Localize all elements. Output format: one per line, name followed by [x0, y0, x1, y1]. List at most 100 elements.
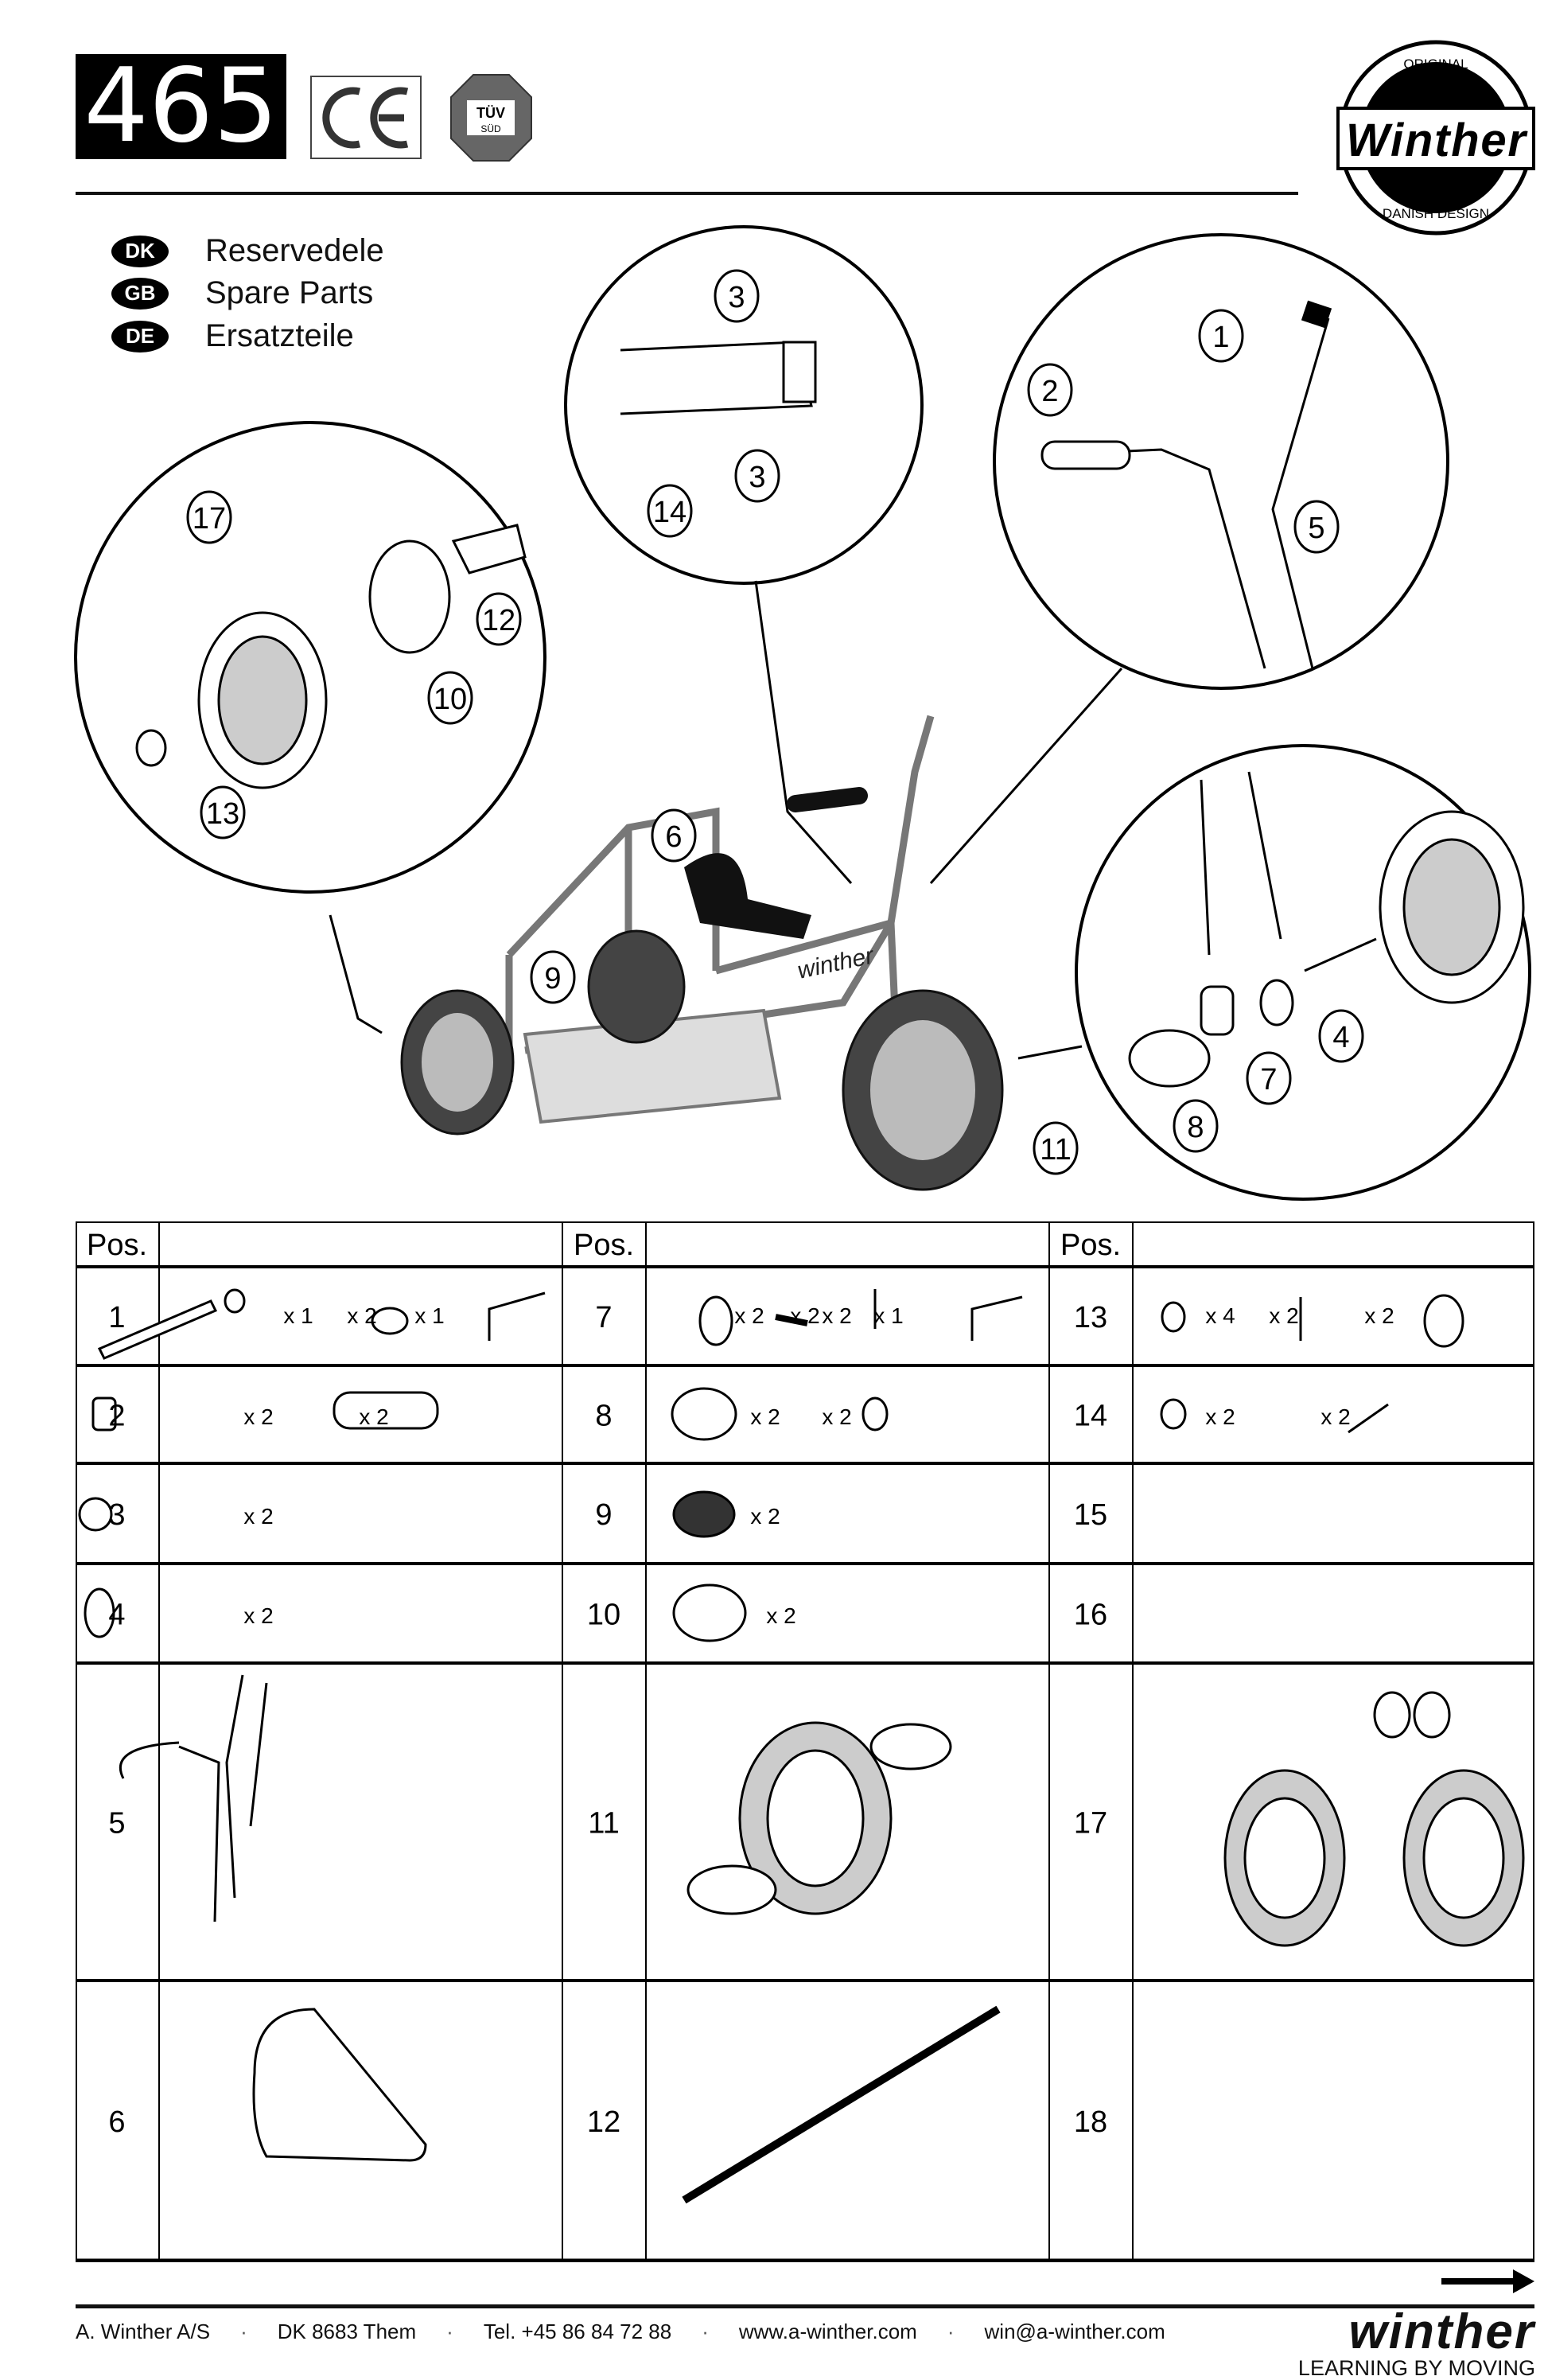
callout-circle	[476, 592, 522, 646]
callout-number: 9	[544, 962, 561, 995]
pos-number: 2	[108, 1400, 125, 1433]
quantity-label: x 2	[347, 1303, 376, 1328]
logo-slogan: LEARNING BY MOVING	[1297, 2356, 1535, 2380]
quantity-label: x 2	[243, 1603, 273, 1628]
callout-number: 17	[193, 502, 226, 536]
detail-circle-front-wheel	[1075, 744, 1531, 1201]
de-badge: DE	[111, 320, 169, 353]
pos-number: 18	[1074, 2105, 1107, 2139]
pos-number: 13	[1074, 1301, 1107, 1334]
pos-number: 10	[587, 1599, 620, 1632]
callout-circle	[714, 269, 760, 323]
quantity-label: x 2	[243, 1504, 273, 1529]
winther-footer-logo: winther LEARNING BY MOVING	[1281, 2304, 1535, 2380]
email-link[interactable]: win@a-winther.com	[984, 2320, 1165, 2343]
company-name: A. Winther A/S	[76, 2320, 211, 2343]
quantity-label: x 1	[873, 1303, 903, 1328]
callout-number: 5	[1308, 512, 1324, 545]
separator: ·	[446, 2320, 453, 2343]
pos-number: 7	[595, 1301, 612, 1334]
footer-contact: A. Winther A/S · DK 8683 Them · Tel. +45…	[76, 2320, 1165, 2344]
pos-number: 14	[1074, 1400, 1107, 1433]
svg-text:SÜD: SÜD	[480, 123, 501, 134]
quantity-label: x 2	[734, 1303, 764, 1328]
title-gb: Spare Parts	[205, 275, 374, 310]
pos-number: 6	[108, 2105, 125, 2139]
dk-badge: DK	[111, 235, 169, 267]
callout-circle	[1173, 1099, 1219, 1153]
pos-header: Pos.	[87, 1229, 147, 1262]
callout-number: 7	[1260, 1063, 1277, 1097]
svg-text:ORIGINAL: ORIGINAL	[1403, 56, 1468, 72]
phone: Tel. +45 86 84 72 88	[483, 2320, 672, 2343]
callout-number: 14	[653, 496, 686, 529]
callout-circle	[1293, 500, 1340, 554]
pos-number: 16	[1074, 1599, 1107, 1632]
tuv-mark: TÜV SÜD	[450, 74, 532, 162]
callout-circle	[200, 785, 246, 839]
pos-number: 1	[108, 1301, 125, 1334]
ce-mark	[310, 76, 422, 159]
pos-number: 3	[108, 1498, 125, 1532]
callout-circle	[1198, 309, 1244, 363]
next-page-arrow-icon[interactable]	[1441, 2268, 1535, 2295]
callout-circle	[530, 950, 576, 1004]
callout-circle	[734, 449, 780, 503]
pos-number: 4	[108, 1599, 125, 1632]
callout-number: 3	[749, 461, 765, 494]
svg-text:TÜV: TÜV	[476, 105, 505, 121]
callout-circle	[647, 484, 693, 538]
detail-circle-frame	[564, 225, 924, 585]
quantity-label: x 1	[283, 1303, 313, 1328]
website-link[interactable]: www.a-winther.com	[738, 2320, 917, 2343]
svg-text:DANISH DESIGN: DANISH DESIGN	[1383, 206, 1489, 221]
callout-number: 11	[1040, 1133, 1071, 1167]
quantity-label: x 2	[243, 1404, 273, 1429]
callout-circle	[427, 671, 473, 725]
callout-circle	[186, 490, 232, 544]
callout-circle	[1027, 363, 1073, 417]
language-dk: DK Reservedele	[111, 233, 384, 269]
header-divider	[76, 192, 1298, 195]
footer-divider	[76, 2304, 1534, 2308]
quantity-label: x 2	[750, 1404, 780, 1429]
pos-number: 8	[595, 1400, 612, 1433]
model-number: 465	[76, 54, 286, 159]
quantity-label: x 2	[822, 1404, 851, 1429]
gb-badge: GB	[111, 277, 169, 310]
callout-number: 13	[206, 797, 239, 831]
quantity-label: x 2	[359, 1404, 388, 1429]
pos-number: 17	[1074, 1807, 1107, 1841]
title-dk: Reservedele	[205, 233, 384, 268]
callout-circle	[1246, 1051, 1292, 1105]
quantity-label: x 2	[750, 1504, 780, 1529]
part-illustrations	[78, 1288, 1525, 2204]
pos-number: 9	[595, 1498, 612, 1532]
quantity-label: x 4	[1205, 1303, 1235, 1328]
svg-text:Winther: Winther	[1346, 115, 1528, 166]
winther-original-logo: Winther ORIGINAL DANISH DESIGN	[1336, 40, 1535, 236]
quantity-label: x 2	[1269, 1303, 1298, 1328]
title-de: Ersatzteile	[205, 318, 354, 353]
callout-circle	[1033, 1121, 1079, 1175]
logo-wordmark: winther	[1348, 2304, 1535, 2359]
detail-circle-rear-wheel	[74, 421, 546, 894]
separator: ·	[947, 2320, 955, 2343]
pos-header: Pos.	[1060, 1229, 1121, 1262]
callout-number: 10	[434, 683, 467, 716]
detail-circle-handlebar	[993, 233, 1449, 690]
address: DK 8683 Them	[277, 2320, 417, 2343]
separator: ·	[702, 2320, 709, 2343]
callout-number: 12	[482, 604, 515, 637]
callout-circle	[651, 808, 697, 863]
callout-number: 2	[1041, 375, 1058, 408]
quantity-label: x 2	[790, 1303, 819, 1328]
pos-number: 11	[588, 1807, 619, 1841]
quantity-label: x 2	[1205, 1404, 1235, 1429]
pos-header: Pos.	[574, 1229, 634, 1262]
callout-number: 1	[1212, 321, 1229, 354]
callout-number: 8	[1187, 1111, 1204, 1144]
